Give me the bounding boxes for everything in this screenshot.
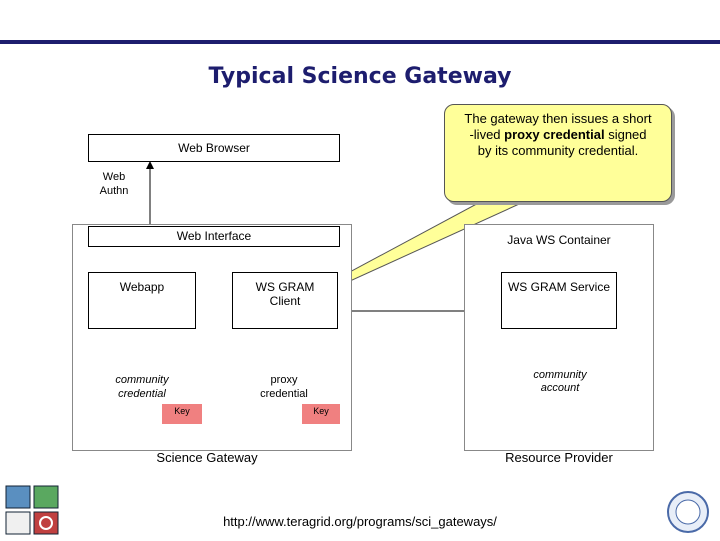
gateway-logo-icon xyxy=(4,484,60,536)
ws-gram-service-box xyxy=(501,272,617,329)
webapp-label: Webapp xyxy=(119,280,165,294)
ws-gram-client-label-2: Client xyxy=(269,294,301,308)
header-rule xyxy=(0,40,720,44)
ws-gram-client-box xyxy=(232,272,338,329)
web-browser-box xyxy=(88,134,340,162)
ws-gram-client-label-1: WS GRAM xyxy=(255,280,315,294)
proxy-credential-label-2: credential xyxy=(260,388,308,400)
resource-provider-label: Resource Provider xyxy=(505,450,613,465)
web-authn-label-2: Authn xyxy=(99,185,129,197)
slide-title: Typical Science Gateway xyxy=(208,64,512,89)
web-browser-label: Web Browser xyxy=(178,141,250,155)
web-interface-box xyxy=(88,226,340,247)
callout-line-2: -lived proxy credential signed xyxy=(469,127,647,142)
resource-provider-container xyxy=(464,224,654,451)
callout-line-3: by its community credential. xyxy=(477,143,639,158)
callout-bold-term: proxy credential xyxy=(504,127,605,142)
community-credential-label-2: credential xyxy=(118,388,166,400)
web-interface-label: Web Interface xyxy=(176,229,252,243)
community-account-label-1: community xyxy=(533,369,587,381)
community-account-label-2: account xyxy=(540,382,580,394)
proxy-credential-label-1: proxy xyxy=(270,374,298,386)
teragrid-url: http://www.teragrid.org/programs/sci_gat… xyxy=(223,514,497,529)
proxy-credential-key: Key xyxy=(302,404,340,424)
web-authn-label-1: Web xyxy=(102,171,126,183)
java-ws-container-label: Java WS Container xyxy=(507,233,611,247)
webapp-box xyxy=(88,272,196,329)
nsf-logo xyxy=(667,491,709,533)
science-gateway-label: Science Gateway xyxy=(156,450,258,465)
callout-note: The gateway then issues a short -lived p… xyxy=(444,104,672,202)
community-credential-key: Key xyxy=(162,404,202,424)
callout-line-1: The gateway then issues a short xyxy=(464,111,652,126)
ws-gram-service-label: WS GRAM Service xyxy=(507,280,610,294)
community-credential-label-1: community xyxy=(115,374,169,386)
